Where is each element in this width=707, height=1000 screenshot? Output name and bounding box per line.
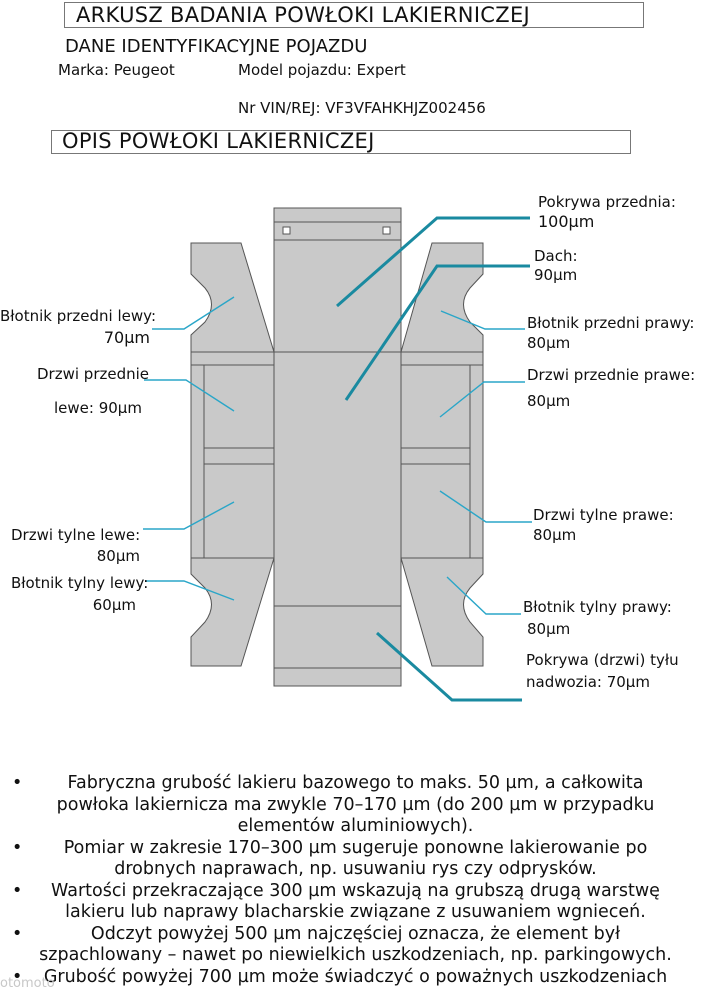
front-left-door-label: Drzwi przednie <box>37 365 150 383</box>
front-left-door <box>203 364 275 449</box>
front-left-fender-label: Błotnik przedni lewy: <box>0 307 156 325</box>
hood-main <box>273 239 402 353</box>
leader-rear-left-door <box>143 501 235 530</box>
rear-right-door <box>400 463 471 559</box>
leader-tailgate <box>376 631 522 702</box>
front-right-fender <box>400 242 484 353</box>
front-right-door-value: 80µm <box>527 392 571 410</box>
note-text: Pomiar w zakresie 170–300 µm sugeruje po… <box>63 837 648 880</box>
front-right-door <box>400 364 471 449</box>
rear-right-fender-label: Błotnik tylny prawy: <box>523 598 672 616</box>
rear-left-door-value: 80µm <box>96 547 140 565</box>
bullet-icon: • <box>12 880 23 901</box>
title-box <box>64 2 644 28</box>
left-front-strip <box>190 351 275 366</box>
hood-latch-right <box>382 226 391 235</box>
leader-front-left-fender <box>152 296 235 330</box>
right-front-strip <box>400 351 484 366</box>
note-item: • Grubość powyżej 700 µm może świadczyć o… <box>0 967 707 989</box>
coating-section-heading: OPIS POWŁOKI LAKIERNICZEJ <box>62 129 375 153</box>
right-side-frame <box>469 364 484 559</box>
tailgate-value: nadwozia: 70µm <box>526 673 650 691</box>
page-title: ARKUSZ BADANIA POWŁOKI LAKIERNICZEJ <box>76 3 531 27</box>
vehicle-make: Marka: Peugeot <box>58 61 175 79</box>
notes-list: • Fabryczna grubość lakieru bazowego to m… <box>0 773 707 988</box>
hood-value: 100µm <box>538 212 595 231</box>
leader-roof <box>344 264 530 401</box>
vehicle-diagram <box>143 207 532 702</box>
hood <box>273 221 402 241</box>
front-left-door-value: lewe: 90µm <box>54 399 142 417</box>
leader-front-left-door <box>144 379 235 412</box>
coating-section-box <box>51 130 631 154</box>
rear-right-door-label: Drzwi tylne prawe: <box>533 506 674 524</box>
left-side-frame <box>190 364 205 559</box>
bullet-icon: • <box>12 923 23 944</box>
rear-right-door-value: 80µm <box>533 526 577 544</box>
front-right-door-label: Drzwi przednie prawe: <box>527 366 696 384</box>
rear-bumper-strip <box>273 667 402 687</box>
rear-left-door <box>203 463 275 559</box>
front-right-fender-label: Błotnik przedni prawy: <box>527 314 695 332</box>
leader-rear-left-fender <box>145 580 235 601</box>
note-text: Odczyt powyżej 500 µm najczęściej oznacz… <box>39 923 672 966</box>
leader-rear-right-door <box>439 490 532 523</box>
left-pillar <box>203 447 275 465</box>
note-text: Fabryczna grubość lakieru bazowego to ma… <box>56 773 655 836</box>
rear-left-fender <box>190 557 275 667</box>
rear-left-door-label: Drzwi tylne lewe: <box>11 526 141 544</box>
hood-top-strip <box>273 207 402 223</box>
bullet-icon: • <box>12 966 23 987</box>
front-left-fender-value: 70µm <box>103 328 150 347</box>
roof <box>273 351 402 607</box>
note-text: Grubość powyżej 700 µm może świadczyć o … <box>43 966 668 987</box>
bullet-icon: • <box>12 837 23 858</box>
right-pillar <box>400 447 471 465</box>
leader-rear-right-fender <box>446 576 521 615</box>
rear-right-fender-value: 80µm <box>527 620 571 638</box>
vehicle-section-heading: DANE IDENTYFIKACYJNE POJAZDU <box>65 36 368 57</box>
watermark: otomoto <box>0 976 55 991</box>
note-item: • Wartości przekraczające 300 µm wskazują… <box>0 881 707 924</box>
rear-right-fender <box>400 557 484 667</box>
tailgate-label: Pokrywa (drzwi) tyłu <box>526 651 679 669</box>
rear-left-fender-value: 60µm <box>92 596 136 614</box>
vehicle-model: Model pojazdu: Expert <box>238 61 406 79</box>
vehicle-vin: Nr VIN/REJ: VF3VFAHKHJZ002456 <box>238 99 486 117</box>
front-right-fender-value: 80µm <box>527 334 571 352</box>
rear-left-fender-label: Błotnik tylny lewy: <box>11 574 149 592</box>
hood-label: Pokrywa przednia: <box>538 193 676 211</box>
leader-front-right-door <box>439 381 525 418</box>
note-item: • Odczyt powyżej 500 µm najczęściej oznac… <box>0 924 707 967</box>
leader-front-right-fender <box>440 310 525 330</box>
note-item: • Fabryczna grubość lakieru bazowego to m… <box>0 773 707 838</box>
note-item: • Pomiar w zakresie 170–300 µm sugeruje p… <box>0 838 707 881</box>
bullet-icon: • <box>12 773 23 793</box>
roof-value: 90µm <box>534 266 578 284</box>
roof-label: Dach: <box>534 247 578 265</box>
note-text: Wartości przekraczające 300 µm wskazują … <box>51 880 660 923</box>
leader-hood <box>336 216 530 308</box>
hood-latch-left <box>282 226 291 235</box>
